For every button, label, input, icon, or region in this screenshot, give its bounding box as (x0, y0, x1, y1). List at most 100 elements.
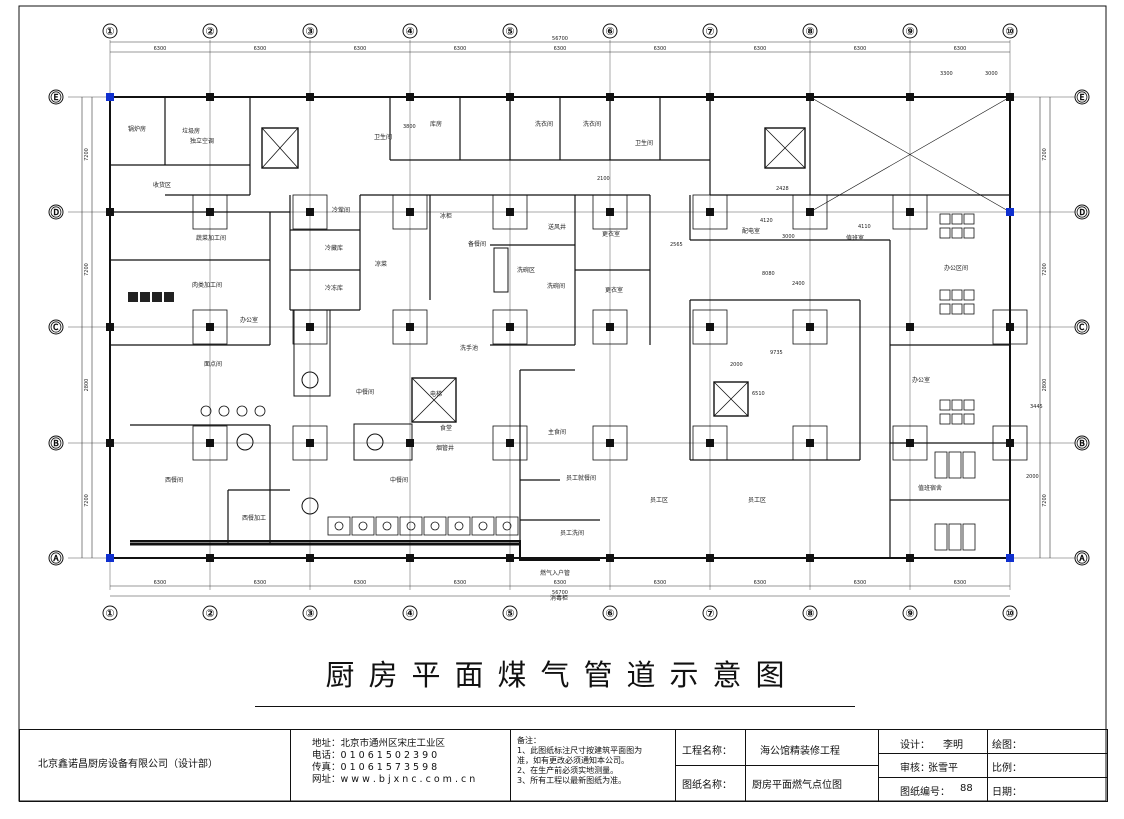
axis-label: ⑨ (905, 607, 914, 620)
axis-label: ⑦ (705, 25, 714, 38)
room-label: 收货区 (153, 181, 171, 189)
axis-bubble (202, 23, 218, 39)
dishwasher (493, 247, 509, 293)
address-value: 北京市通州区宋庄工业区 (340, 738, 446, 749)
room-label: 员工洗间 (560, 529, 584, 537)
axis-label: ⑦ (705, 607, 714, 620)
ceiling-diffuser (892, 425, 928, 461)
structural-column (806, 93, 814, 101)
desk-icon (963, 303, 975, 315)
diffuser-core (706, 323, 714, 331)
ceiling-diffuser (192, 309, 228, 345)
room-label: 员工区 (650, 497, 668, 504)
axis-label: Ⓔ (51, 90, 62, 104)
outer-wall (109, 96, 1011, 559)
axis-label: ⑧ (805, 607, 814, 620)
bed-icon (948, 523, 962, 551)
dim-label: 7200 (1042, 148, 1048, 161)
cooking-station (327, 516, 351, 536)
desk-icon (939, 289, 951, 301)
axis-bubble (302, 23, 318, 39)
room-label: 更衣室 (605, 286, 623, 294)
room-label: 洗衣间 (535, 120, 553, 128)
desk-icon (951, 289, 963, 301)
desk-icon (939, 399, 951, 411)
notes-block: 备注： 1、此图纸标注尺寸按建筑平面图为 准，如有更改必须通知本公司。 2、在生… (517, 736, 673, 786)
diffuser-core (606, 208, 614, 216)
structural-column (906, 554, 914, 562)
dim-label: 4120 (760, 218, 773, 224)
dim-label: 6300 (954, 580, 967, 586)
drawing-number-label: 图纸编号： (900, 787, 950, 798)
structural-column (806, 554, 814, 562)
structural-column (106, 439, 114, 447)
room-label: 办公区间 (944, 264, 968, 272)
diffuser-core (306, 208, 314, 216)
stockpot-icon (366, 433, 384, 451)
review-label: 审核： (900, 763, 930, 774)
diffuser-core (406, 323, 414, 331)
burner-icon (200, 405, 212, 417)
dim-label: 6300 (254, 580, 267, 586)
room-label: 电梯 (430, 390, 442, 398)
web-label: 网址： (312, 774, 341, 785)
drafter-label: 绘图： (992, 740, 1022, 751)
dim-label: 6300 (454, 46, 467, 52)
desk-icon (963, 399, 975, 411)
dim-label: 56700 (552, 590, 568, 596)
dim-label: 6300 (754, 46, 767, 52)
drawing-number-value: 88 (960, 783, 973, 794)
structural-column (106, 323, 114, 331)
cooking-station (423, 516, 447, 536)
scale-label: 比例： (992, 763, 1022, 774)
design-value: 李明 (943, 740, 963, 751)
diffuser-core (306, 439, 314, 447)
structural-column (1006, 93, 1014, 101)
axis-bubble (48, 204, 64, 220)
structural-column (1006, 208, 1014, 216)
dim-label: 3000 (985, 71, 998, 77)
room-label: 办公室 (912, 376, 930, 384)
structural-column (906, 93, 914, 101)
dim-label: 8080 (762, 271, 775, 277)
axis-bubble (902, 23, 918, 39)
axis-bubble (202, 605, 218, 621)
diffuser-core (806, 439, 814, 447)
ceiling-diffuser (192, 194, 228, 230)
prep-counter (293, 309, 331, 397)
diffuser-core (506, 439, 514, 447)
ceiling-diffuser (692, 425, 728, 461)
room-label: 消毒柜 (550, 594, 568, 602)
axis-bubble (602, 23, 618, 39)
axis-bubble (48, 319, 64, 335)
elevator-cross (713, 381, 749, 417)
company-name: 北京鑫诺昌厨房设备有限公司（设计部） (38, 759, 218, 770)
axis-label: ⑤ (505, 607, 514, 620)
tb-row-line (675, 765, 878, 766)
dim-label: 3300 (940, 71, 953, 77)
room-label: 独立空调 (190, 137, 214, 145)
diffuser-core (706, 208, 714, 216)
dim-label: 6300 (654, 580, 667, 586)
phone-label: 电话： (312, 750, 341, 761)
dim-label: 6300 (954, 46, 967, 52)
desk-icon (963, 213, 975, 225)
ceiling-diffuser (792, 194, 828, 230)
desk-icon (939, 213, 951, 225)
elevator-cross (411, 377, 457, 423)
elevator-cross (764, 127, 806, 169)
room-label: 更衣室 (602, 230, 620, 238)
fax-value: 0 1 0 6 1 5 7 3 5 9 8 (340, 762, 438, 773)
room-label: 库房 (430, 120, 442, 128)
ceiling-diffuser (692, 194, 728, 230)
axis-label: Ⓓ (1077, 205, 1088, 219)
room-label: 卫生间 (374, 133, 392, 141)
axis-label: ① (105, 607, 114, 620)
burner-icon (218, 405, 230, 417)
ceiling-diffuser (792, 309, 828, 345)
ceiling-diffuser (592, 194, 628, 230)
structural-column (406, 439, 414, 447)
structural-column (606, 554, 614, 562)
axis-bubble (48, 550, 64, 566)
